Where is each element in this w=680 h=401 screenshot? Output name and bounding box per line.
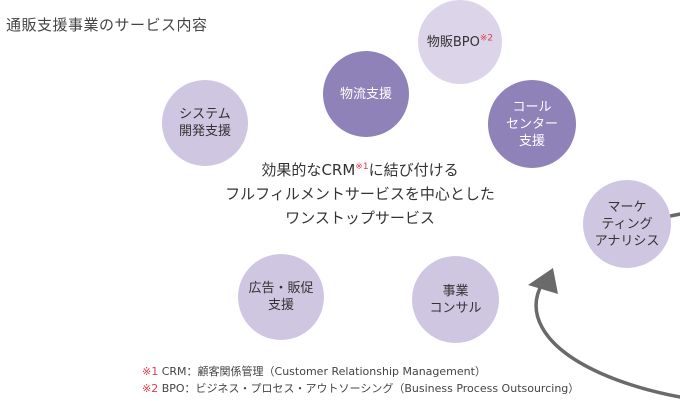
bpo-footnote-mark: ※2 (479, 33, 494, 44)
footnote-bpo-mark: ※2 (142, 382, 159, 395)
node-marketing-analysis-label: マーケ ティング アナリシス (594, 199, 660, 249)
node-bpo: 物販BPO※2 (418, 0, 502, 84)
footnote-bpo-text: BPO：ビジネス・プロセス・アウトソーシング（Business Process … (158, 382, 580, 395)
footnote-crm-mark: ※1 (142, 365, 159, 378)
node-marketing-analysis: マーケ ティング アナリシス (583, 180, 671, 268)
crm-footnote-mark: ※1 (355, 162, 369, 172)
node-logistics-label: 物流支援 (339, 86, 392, 102)
center-line-1-pre: 効果的な (261, 161, 322, 179)
footnotes: ※1 CRM：顧客関係管理（Customer Relationship Mana… (142, 363, 579, 397)
node-bpo-label: 物販BPO (426, 34, 480, 50)
node-logistics: 物流支援 (323, 51, 409, 137)
center-crm: CRM (321, 161, 356, 179)
node-ad-promotion-label: 広告・販促 支援 (248, 281, 314, 313)
node-call-center: コール センター 支援 (488, 80, 576, 168)
center-line-1-post: に結び付ける (368, 161, 459, 179)
footnote-crm-text: CRM：顧客関係管理（Customer Relationship Managem… (158, 365, 486, 378)
footnote-crm: ※1 CRM：顧客関係管理（Customer Relationship Mana… (142, 363, 579, 380)
node-system-development: システム 開発支援 (162, 80, 248, 166)
cycle-arrowhead (528, 268, 558, 294)
center-line-2: フルフィルメントサービスを中心とした (225, 185, 495, 203)
cycle-ring-arc (534, 212, 680, 399)
node-system-development-label: システム 開発支援 (178, 107, 231, 139)
center-line-3: ワンストップサービス (285, 209, 435, 227)
footnote-bpo: ※2 BPO：ビジネス・プロセス・アウトソーシング（Business Proce… (142, 380, 579, 397)
center-message: 効果的なCRM※1に結び付ける フルフィルメントサービスを中心とした ワンストッ… (210, 158, 510, 230)
node-business-consulting-label: 事業 コンサル (429, 283, 482, 316)
node-ad-promotion: 広告・販促 支援 (238, 254, 324, 340)
center-line-1: 効果的なCRM※1に結び付ける (210, 158, 510, 182)
node-business-consulting: 事業 コンサル (412, 256, 499, 343)
page-title: 通販支援事業のサービス内容 (6, 16, 208, 34)
node-call-center-label: コール センター 支援 (505, 99, 558, 149)
